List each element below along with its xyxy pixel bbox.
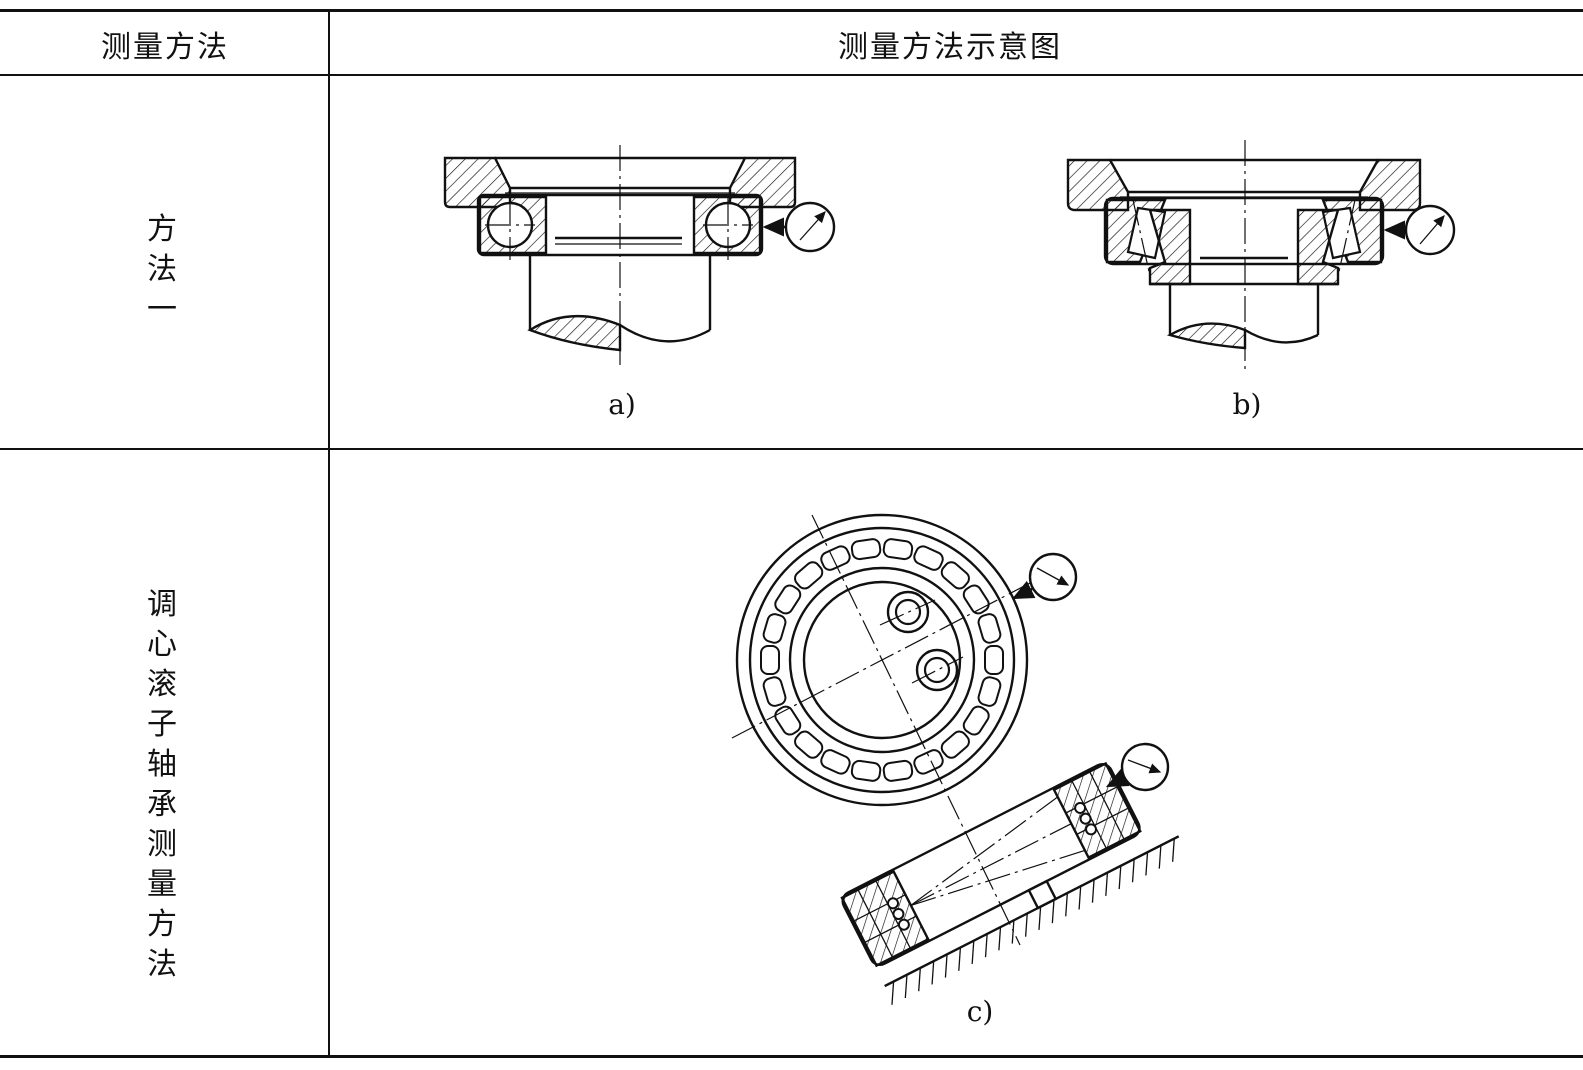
roller [851, 538, 881, 560]
roller [883, 760, 913, 782]
header-bottom-rule [0, 74, 1583, 76]
roller [792, 729, 825, 761]
figure-a-ball-bearing-diagram [430, 135, 850, 365]
ground-hatch-line [1097, 873, 1117, 896]
roller [961, 583, 991, 616]
ground-hatch-line [883, 982, 903, 1005]
roller [761, 646, 779, 674]
ground-hatch-line [910, 968, 930, 991]
column-divider [328, 11, 330, 1056]
roller [939, 559, 972, 591]
roller [773, 704, 803, 737]
roller [773, 583, 803, 616]
roller [792, 559, 825, 591]
figure-c-spherical-roller-bearing-diagram [720, 505, 1180, 995]
row-divider [0, 448, 1583, 450]
ground-hatch-line [1003, 920, 1023, 943]
roller [883, 538, 913, 560]
ground-hatch-line [1150, 845, 1170, 868]
ground-hatch-line [1057, 893, 1077, 916]
roller [939, 729, 972, 761]
ground-hatch-line [1070, 886, 1090, 909]
roller [819, 544, 852, 572]
ground-hatch-line [923, 961, 943, 984]
caption-b: b) [1232, 388, 1262, 421]
dial-indicator-icon [786, 203, 834, 251]
roller [762, 612, 787, 644]
roller [985, 646, 1003, 674]
row1-method-label: 方 法 一 [147, 212, 177, 327]
ground-hatch-line [1164, 839, 1184, 862]
ground-hatch-line [976, 934, 996, 957]
header-method: 测量方法 [101, 30, 229, 65]
ground-hatch-line [1123, 859, 1143, 882]
ground-hatch-line [936, 954, 956, 977]
roller [762, 676, 787, 708]
ground-hatch-line [1030, 907, 1050, 930]
table-top-rule [0, 9, 1583, 12]
roller [912, 544, 945, 572]
ground-hatch-line [963, 941, 983, 964]
roller [977, 676, 1002, 708]
figure-b-tapered-bearing-diagram [1055, 135, 1475, 370]
ground-hatch-line [990, 927, 1010, 950]
roller [977, 612, 1002, 644]
ground-hatch-line [896, 975, 916, 998]
table-bottom-rule [0, 1055, 1583, 1058]
ground-hatch-line [1083, 879, 1103, 902]
roller-ring [761, 538, 1003, 782]
ground-hatch-line [950, 948, 970, 971]
ground-hatch-line [1017, 913, 1037, 936]
ground-hatch-line [1110, 866, 1130, 889]
roller [912, 748, 945, 776]
header-diagram: 测量方法示意图 [838, 30, 1062, 65]
row2-method-label: 调 心 滚 子 轴 承 测 量 方 法 [147, 587, 177, 982]
caption-a: a) [608, 388, 636, 421]
roller [961, 704, 991, 737]
ground-hatch-line [1043, 900, 1063, 923]
roller [851, 760, 881, 782]
dial-indicator-icon [1406, 206, 1454, 254]
ground-hatch-line [1137, 852, 1157, 875]
roller [819, 748, 852, 776]
caption-c: c) [966, 995, 994, 1028]
